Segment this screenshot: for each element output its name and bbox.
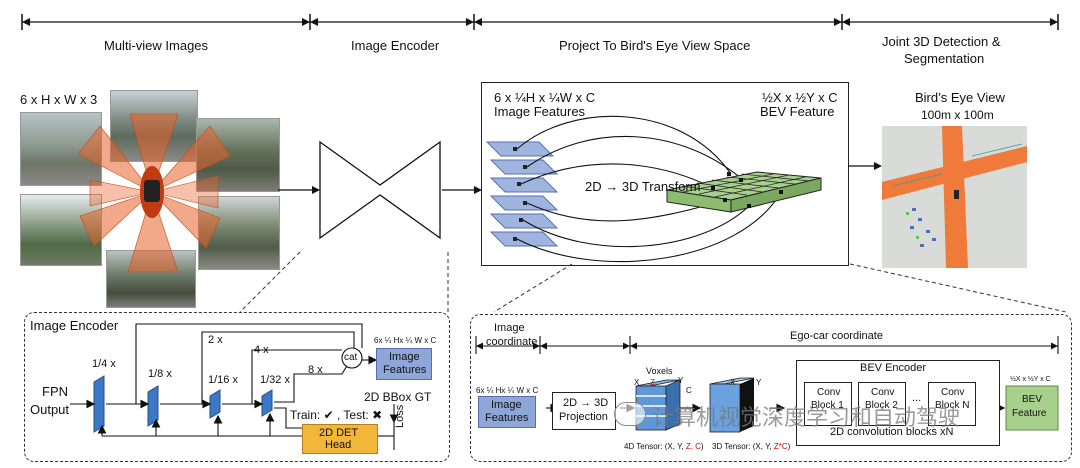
stage-multiview-label: Multi-view Images xyxy=(104,38,209,53)
fpn-label-1: FPN xyxy=(42,384,68,399)
watermark-text: 计算机视觉深度学习和自动驾驶 xyxy=(652,405,961,430)
axis-c1: C xyxy=(686,386,692,395)
projection-box: 2D → 3D Projection xyxy=(552,392,616,430)
det-head-box: 2D DET Head xyxy=(302,424,378,454)
upsample-4x: 4 x xyxy=(254,344,269,356)
conv-block-n: Conv Block N xyxy=(928,382,976,426)
voxels-label: Voxels xyxy=(646,366,673,376)
tensor-4d-label: 4D Tensor: (X, Y, Z, C) xyxy=(624,442,704,451)
img-coord-label-1: Image xyxy=(494,322,525,334)
tensor-3d-prefix: 3D Tensor: (X, Y, xyxy=(712,442,774,451)
scale-eighth: 1/8 x xyxy=(148,368,172,380)
enc-out-label-1: Image xyxy=(389,351,420,363)
axis-z: Z xyxy=(650,378,655,387)
det-head-label-2: Head xyxy=(325,439,352,451)
stage-encoder-label: Image Encoder xyxy=(351,38,440,53)
wechat-icon xyxy=(614,402,646,426)
proj-bev-label: BEV Feature xyxy=(760,104,835,119)
conv-block-1-b: Block 1 xyxy=(811,400,844,411)
bev-out-dims: ½X x ½Y x C xyxy=(1010,376,1051,383)
enc-out-label-2: Features xyxy=(383,364,427,376)
encoder-detail-panel xyxy=(24,312,450,462)
conv-block-1: Conv Block 1 xyxy=(804,382,852,426)
tensor-3d-suffix: ) xyxy=(787,442,791,451)
axis-x1: X xyxy=(634,378,640,387)
concat-node: cat xyxy=(344,352,358,363)
stage-joint-label-2: Segmentation xyxy=(904,51,985,66)
camera-image-back xyxy=(106,250,196,308)
bev-title: Bird’s Eye View xyxy=(915,90,1005,105)
proj-transform-label: 2D → 3D Transform xyxy=(585,179,701,194)
stage-joint-label-1: Joint 3D Detection & xyxy=(882,34,1001,49)
multiview-dims: 6 x H x W x 3 xyxy=(20,92,98,107)
conv-block-2-a: Conv xyxy=(871,387,895,398)
encoder-detail-diagram xyxy=(70,323,399,450)
proj-bev-dims: ½X x ½Y x C xyxy=(762,90,838,105)
proj-image-label: Image Features xyxy=(494,104,586,119)
ego-coord-label: Ego-car coordinate xyxy=(790,330,883,342)
conv-block-2-b: Block 2 xyxy=(865,400,898,411)
tensor-4d-prefix: 4D Tensor: (X, Y, xyxy=(624,442,686,451)
proj-image-dims: 6 x ¼H x ¼W x C xyxy=(494,90,596,105)
scale-thirtysecond: 1/32 x xyxy=(260,374,290,386)
bev-out-label-1: BEV xyxy=(1022,394,1043,405)
bev-in-label-1: Image xyxy=(491,399,522,411)
conv-block-ellipsis: ... xyxy=(912,392,922,404)
bev-out-label-2: Feature xyxy=(1012,408,1047,419)
bev-size: 100m x 100m xyxy=(921,108,994,122)
upsample-2x: 2 x xyxy=(208,334,223,346)
encoder-hourglass xyxy=(278,140,482,240)
axis-y1: Y xyxy=(678,376,684,385)
zoom-lines xyxy=(239,251,1067,313)
img-coord-label-2: coordinate xyxy=(486,336,538,348)
axis-x2: X xyxy=(730,378,736,387)
scale-quarter: 1/4 x xyxy=(92,358,116,370)
encoder-detail-title: Image Encoder xyxy=(30,318,119,333)
projection-label-1: 2D → 3D xyxy=(563,397,609,409)
stage-arrows xyxy=(21,14,1059,30)
bev-encoder-title: BEV Encoder xyxy=(860,362,927,374)
bev-in-dims: 6x ¼ Hx ¼ W x C xyxy=(476,386,539,395)
stage-projection-label: Project To Bird's Eye View Space xyxy=(559,38,751,53)
conv-block-2: Conv Block 2 xyxy=(858,382,906,426)
conv-block-n-a: Conv xyxy=(941,387,965,398)
upsample-8x: 8 x xyxy=(308,364,323,376)
enc-out-dims: 6x ¼ Hx ¼ W x C xyxy=(374,336,437,345)
tensor-3d-highlight: Z*C xyxy=(773,442,788,451)
camera-frustums xyxy=(77,113,231,273)
bev-map xyxy=(882,126,1027,268)
bev-input-features: Image Features xyxy=(478,396,536,428)
bbox-gt-label: 2D BBox GT xyxy=(364,390,432,404)
bev-detail-panel xyxy=(470,314,1072,462)
projection-diagram xyxy=(485,115,822,263)
conv-block-n-b: Block N xyxy=(935,400,970,411)
tensor-3d-label: 3D Tensor: (X, Y, Z*C) xyxy=(712,442,790,451)
enc-output-features: Image Features xyxy=(376,348,432,380)
conv-blocks-caption: 2D convolution blocks xN xyxy=(830,426,954,438)
det-head-label-1: 2D DET xyxy=(319,427,359,439)
proj-to-bev-arrow xyxy=(848,162,882,170)
loss-label: Loss xyxy=(394,404,406,428)
scale-sixteenth: 1/16 x xyxy=(208,374,238,386)
tensor-4d-highlight: Z, C xyxy=(685,442,701,451)
fpn-label-2: Output xyxy=(30,402,70,417)
conv-block-1-a: Conv xyxy=(817,387,841,398)
tensor-4d-suffix: ) xyxy=(700,442,704,451)
bev-in-label-2: Features xyxy=(485,412,529,424)
axis-y2: Y xyxy=(756,378,762,387)
projection-label-2: Projection xyxy=(559,411,608,423)
train-test-label: Train: ✔ , Test: ✖ xyxy=(290,408,383,422)
